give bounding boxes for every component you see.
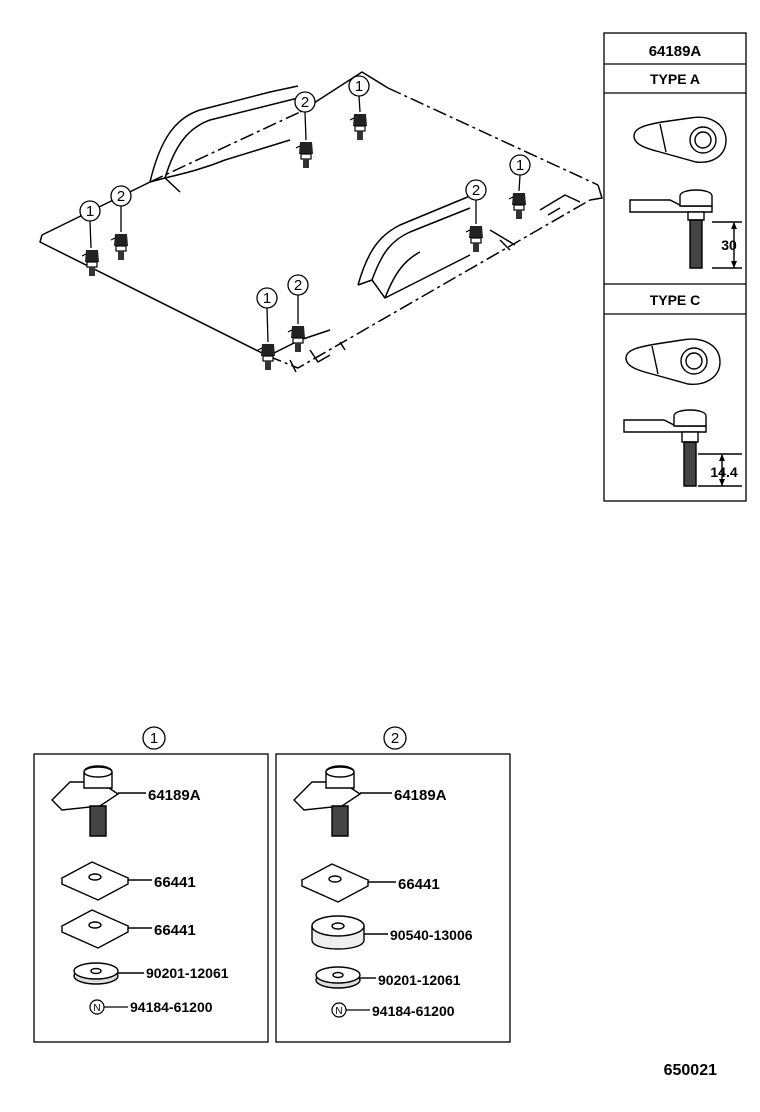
- callout-circle-2d: [465, 179, 487, 224]
- group-1-part-2: 66441: [154, 922, 196, 939]
- type-c-clip-side-view: [623, 409, 742, 487]
- group-2-n-mark-icon: [331, 1002, 370, 1018]
- type-a-title: TYPE A: [650, 71, 700, 87]
- type-c-title: TYPE C: [650, 292, 701, 308]
- callout-label: 2: [117, 188, 125, 205]
- callout-label: 1: [263, 290, 271, 307]
- group-1-part-0: 64189A: [148, 787, 201, 804]
- callout-label: 2: [294, 277, 302, 294]
- group-2-part-1: 66441: [398, 876, 440, 893]
- group-1-part-1: 66441: [154, 874, 196, 891]
- type-a-clip-side-view: [629, 189, 742, 269]
- group-1-part-4: 94184-61200: [130, 999, 213, 1015]
- group-2-part-4: 94184-61200: [372, 1003, 455, 1019]
- drawing-number: 650021: [664, 1062, 717, 1079]
- type-a-clip-top-view: [633, 116, 727, 163]
- callout-circle-2a: [110, 185, 132, 232]
- type-panel: [603, 32, 747, 502]
- callout-circle-1a: [79, 200, 101, 249]
- floor-fastener: [81, 113, 527, 371]
- group-1-part-3: 90201-12061: [146, 965, 229, 981]
- group-1-box: [33, 726, 269, 1043]
- group-1-clip-bolt: [51, 765, 146, 837]
- main-callouts: [79, 75, 531, 343]
- group-1-callout: 1: [150, 730, 158, 747]
- type-a-dimension: 30: [721, 237, 737, 253]
- group-1-square-washer-2: [60, 909, 152, 949]
- group-2-n-mark: N: [335, 1006, 342, 1017]
- callout-label: 2: [472, 182, 480, 199]
- type-panel-part-number: 64189A: [649, 43, 702, 60]
- group-2-clip-bolt: [293, 765, 392, 837]
- group-2-square-washer: [300, 863, 396, 903]
- callout-label: 1: [355, 78, 363, 95]
- group-2-part-2: 90540-13006: [390, 927, 473, 943]
- group-2-callout: 2: [391, 730, 399, 747]
- callout-label: 1: [516, 157, 524, 174]
- group-1-square-washer-1: [60, 861, 152, 901]
- group-2-cushion: [311, 915, 388, 950]
- group-2-part-3: 90201-12061: [378, 972, 461, 988]
- group-1-round-washer: [73, 962, 144, 985]
- group-2-round-washer: [315, 966, 376, 989]
- floor-panel-drawing: [39, 71, 603, 373]
- callout-circle-2c: [287, 274, 309, 324]
- callout-circle-1b: [348, 75, 370, 113]
- group-2-part-0: 64189A: [394, 787, 447, 804]
- callout-circle-2b: [294, 91, 316, 141]
- callout-label: 1: [86, 203, 94, 220]
- main-callout-labels: 1 2 2 1 1 2 2 1: [86, 78, 524, 307]
- callout-circle-1c: [256, 287, 278, 343]
- type-c-clip-top-view: [625, 338, 721, 385]
- group-2-box: [275, 726, 511, 1043]
- group-1-n-mark: N: [93, 1003, 100, 1014]
- callout-circle-1d: [509, 154, 531, 192]
- group-1-n-mark-icon: [89, 999, 128, 1015]
- type-c-dimension: 14.4: [710, 464, 737, 480]
- callout-label: 2: [301, 94, 309, 111]
